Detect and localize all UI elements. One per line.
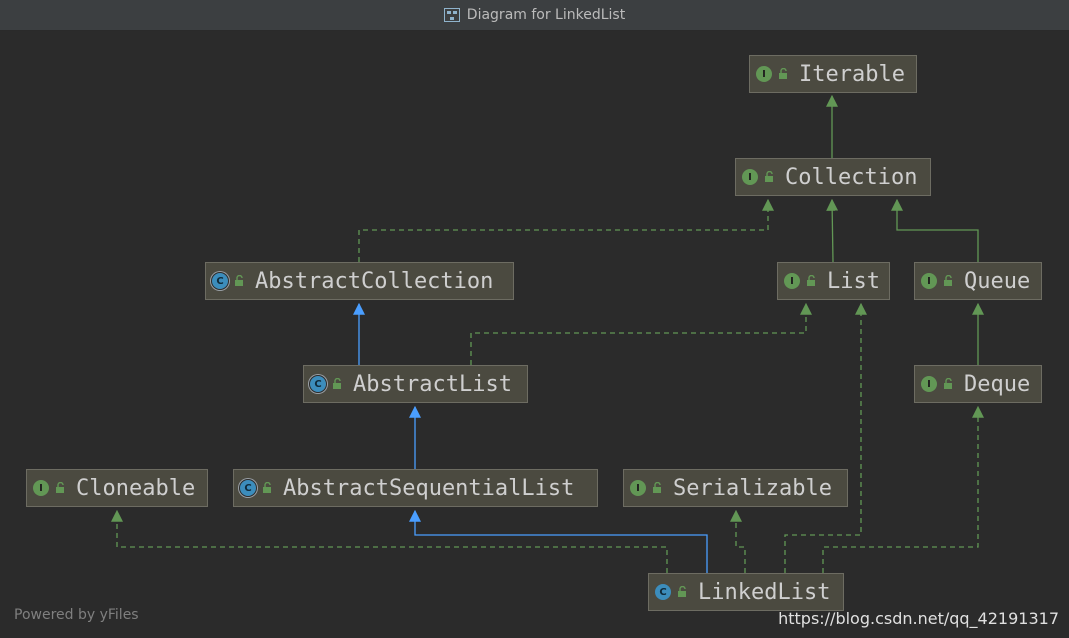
interface-icon: I (630, 480, 646, 496)
edge-abstractcollection-collection (358, 198, 774, 262)
node-label: Cloneable (76, 475, 196, 501)
abstract-class-icon: C (310, 376, 326, 392)
abstract-class-icon: C (212, 273, 228, 289)
interface-icon: I (33, 480, 49, 496)
public-lock-icon (765, 171, 773, 182)
interface-icon: I (742, 169, 758, 185)
public-lock-icon (944, 275, 952, 286)
edge-linkedlist-list (784, 302, 867, 573)
node-label: List (827, 268, 880, 294)
edge-linkedlist-abstractsequentiallist (409, 509, 708, 573)
node-label: LinkedList (698, 579, 831, 605)
edge-list-collection (826, 198, 839, 263)
public-lock-icon (653, 482, 661, 493)
public-lock-icon (779, 68, 787, 79)
node-label: Queue (964, 268, 1031, 294)
node-cloneable[interactable]: I Cloneable (26, 469, 208, 507)
node-label: Serializable (673, 475, 832, 501)
window-title-bar: Diagram for LinkedList (0, 0, 1069, 31)
edge-linkedlist-cloneable (111, 509, 668, 573)
node-collection[interactable]: I Collection (735, 158, 931, 196)
public-lock-icon (263, 482, 271, 493)
public-lock-icon (678, 586, 686, 597)
public-lock-icon (56, 482, 64, 493)
node-linked-list[interactable]: C LinkedList (648, 573, 844, 611)
diagram-icon (443, 8, 460, 22)
class-icon: C (655, 584, 671, 600)
node-label: Deque (964, 371, 1031, 397)
public-lock-icon (333, 378, 341, 389)
node-label: AbstractSequentialList (283, 475, 575, 501)
node-queue[interactable]: I Queue (914, 262, 1042, 300)
node-label: Iterable (799, 61, 905, 87)
public-lock-icon (944, 378, 952, 389)
node-abstract-sequential-list[interactable]: C AbstractSequentialList (233, 469, 598, 507)
node-iterable[interactable]: I Iterable (749, 55, 917, 93)
interface-icon: I (921, 376, 937, 392)
watermark-url: https://blog.csdn.net/qq_42191317 (778, 609, 1059, 628)
public-lock-icon (235, 275, 243, 286)
edge-layer (111, 94, 984, 573)
interface-icon: I (756, 66, 772, 82)
window-title: Diagram for LinkedList (466, 7, 626, 23)
interface-icon: I (784, 273, 800, 289)
interface-icon: I (921, 273, 937, 289)
node-abstract-collection[interactable]: C AbstractCollection (205, 262, 514, 300)
powered-by-label: Powered by yFiles (14, 607, 139, 623)
abstract-class-icon: C (240, 480, 256, 496)
node-serializable[interactable]: I Serializable (623, 469, 848, 507)
edge-linkedlist-serializable (730, 509, 746, 573)
edge-linkedlist-deque (822, 405, 984, 573)
public-lock-icon (807, 275, 815, 286)
node-list[interactable]: I List (777, 262, 890, 300)
node-label: AbstractList (353, 371, 512, 397)
node-label: AbstractCollection (255, 268, 494, 294)
node-deque[interactable]: I Deque (914, 365, 1042, 403)
diagram-canvas[interactable]: I Iterable I Collection C AbstractCollec… (0, 31, 1069, 638)
node-abstract-list[interactable]: C AbstractList (303, 365, 528, 403)
edge-abstractlist-list (470, 302, 812, 365)
edge-queue-collection (891, 198, 979, 262)
node-label: Collection (785, 164, 918, 190)
